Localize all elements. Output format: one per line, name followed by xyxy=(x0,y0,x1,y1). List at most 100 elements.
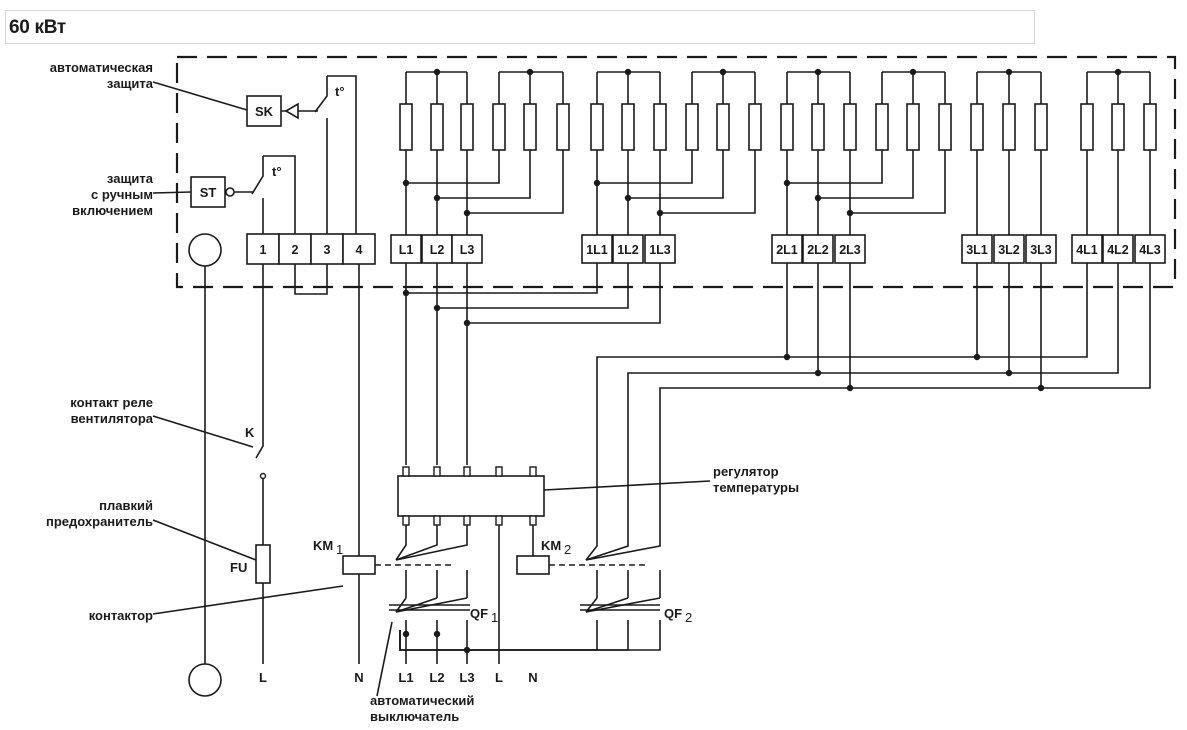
supply-label: N xyxy=(354,670,363,685)
reg-pin xyxy=(402,466,410,477)
st-label: ST xyxy=(200,185,217,200)
qf2-label: QF xyxy=(664,606,682,621)
reg-pin xyxy=(433,466,441,477)
qf1-label: QF xyxy=(470,606,488,621)
terminal-block xyxy=(1071,234,1103,264)
callout-manual-protection: включением xyxy=(72,203,153,218)
phase-bridge xyxy=(406,150,500,184)
heating-element xyxy=(811,103,825,151)
junction-dot xyxy=(814,68,822,76)
junction-dot xyxy=(433,630,441,638)
km1-sub: 1 xyxy=(336,542,343,557)
qf2-bar xyxy=(580,604,660,611)
junction-dot xyxy=(1114,68,1122,76)
phase-bridge xyxy=(787,150,883,184)
sk-actuator xyxy=(284,102,299,120)
callout-breaker: автоматический xyxy=(370,693,474,708)
leader-line xyxy=(543,480,711,491)
terminal-block xyxy=(644,234,676,264)
terminal-label: L2 xyxy=(430,243,445,257)
km2-label: KM xyxy=(541,538,561,553)
junction-dot xyxy=(814,369,822,377)
phase-bridge xyxy=(850,150,946,214)
junction-dot xyxy=(433,194,441,202)
supply-label: L1 xyxy=(398,670,413,685)
heating-element xyxy=(653,103,667,151)
heating-element xyxy=(970,103,984,151)
sk-box xyxy=(246,95,282,127)
junction-dot xyxy=(783,353,791,361)
supply-label: N xyxy=(528,670,537,685)
heating-element xyxy=(1034,103,1048,151)
junction-dot xyxy=(1005,68,1013,76)
relay-contact xyxy=(255,420,264,664)
leader-line xyxy=(152,519,257,561)
terminal-block xyxy=(390,234,422,264)
junction-dot xyxy=(719,68,727,76)
km1-contact xyxy=(395,525,407,598)
junction-dot xyxy=(624,194,632,202)
callout-fan-relay: контакт реле xyxy=(70,395,153,410)
terminal-label: 2L3 xyxy=(839,243,861,257)
terminal-block xyxy=(993,234,1025,264)
callout-fuse: плавкий xyxy=(99,498,153,513)
junction-dot xyxy=(463,319,471,327)
terminal-label: 4L2 xyxy=(1107,243,1129,257)
temp-regulator-box xyxy=(397,475,545,517)
leader-line xyxy=(152,585,344,615)
junction-dot xyxy=(402,179,410,187)
reg-pin xyxy=(529,515,537,526)
supply-label: L3 xyxy=(459,670,474,685)
heating-element xyxy=(780,103,794,151)
leader-line xyxy=(152,191,192,194)
group4-bus xyxy=(596,263,1151,540)
junction-dot xyxy=(463,646,471,654)
terminal-label: 4L3 xyxy=(1139,243,1161,257)
junction-dot xyxy=(526,68,534,76)
heating-element xyxy=(556,103,570,151)
st-contact xyxy=(251,155,296,234)
main-feed xyxy=(405,263,468,465)
junction-dot xyxy=(402,289,410,297)
junction-dot xyxy=(1005,369,1013,377)
earth-symbol-top xyxy=(188,233,222,267)
group3-down xyxy=(976,263,1042,388)
control-terminal xyxy=(278,233,312,265)
heating-element xyxy=(430,103,444,151)
bridge-2-3 xyxy=(294,264,328,295)
km1-contact xyxy=(395,525,438,598)
heating-element xyxy=(492,103,506,151)
callout-auto-protection: защита xyxy=(107,76,154,91)
st-button xyxy=(225,187,235,197)
phase-bridge xyxy=(628,150,724,199)
control-terminal-label: 3 xyxy=(324,243,331,257)
terminal-label: 3L2 xyxy=(998,243,1020,257)
group1-feed xyxy=(406,263,661,324)
wires xyxy=(152,55,1177,697)
reg-pin xyxy=(495,466,503,477)
control-terminal xyxy=(246,233,280,265)
heating-element xyxy=(590,103,604,151)
phase-bridge xyxy=(467,150,564,214)
leader-line xyxy=(152,81,248,111)
reg-pin xyxy=(495,515,503,526)
sk-label: SK xyxy=(255,104,274,119)
components xyxy=(188,68,1166,697)
callout-auto-protection: автоматическая xyxy=(50,60,153,75)
km1-contact xyxy=(395,525,468,598)
junction-dot xyxy=(433,304,441,312)
junction-dot xyxy=(402,630,410,638)
terminal-label: 2L2 xyxy=(807,243,829,257)
junction-dot xyxy=(909,68,917,76)
heating-element xyxy=(716,103,730,151)
junction-dot xyxy=(624,68,632,76)
junction-dot xyxy=(973,353,981,361)
phase-bridge xyxy=(597,150,693,184)
km2-coil xyxy=(516,555,550,575)
callout-fan-relay: вентилятора xyxy=(71,411,154,426)
control-terminal-label: 4 xyxy=(356,243,363,257)
neutral-wire xyxy=(327,75,357,234)
supply-label: L2 xyxy=(429,670,444,685)
qf1-sub: 1 xyxy=(491,610,498,625)
control-terminal xyxy=(342,233,376,265)
